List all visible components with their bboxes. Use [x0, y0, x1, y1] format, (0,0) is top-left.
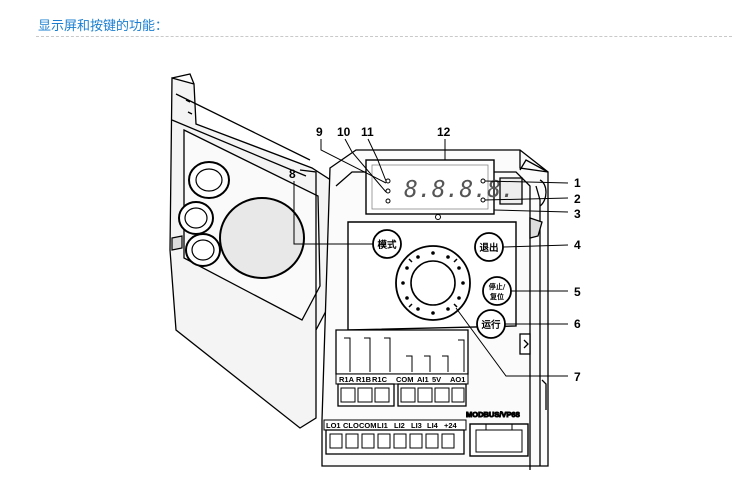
stop-key-label-line2: 复位 — [489, 292, 504, 301]
led-indicator-9 — [385, 198, 391, 204]
terminal-label-li4: LI4 — [427, 421, 439, 430]
callout-3: 3 — [574, 207, 581, 221]
run-key[interactable]: 运行 — [476, 309, 506, 339]
terminal-label-r1a: R1A — [339, 375, 355, 384]
display-window: 8.8.8.8. — [365, 159, 515, 220]
callout-10: 10 — [337, 125, 351, 139]
led-indicator-10 — [385, 188, 391, 194]
callout-1: 1 — [574, 176, 581, 190]
terminal-label-li3: LI3 — [411, 421, 422, 430]
exit-key-label: 退出 — [479, 242, 498, 254]
callout-9: 9 — [316, 125, 323, 139]
keypad-panel: 模式 退出 停止/ 复位 运行 — [347, 221, 517, 339]
cover-buttons — [171, 161, 305, 279]
exit-key[interactable]: 退出 — [474, 232, 504, 262]
terminal-label-ao1: AO1 — [450, 375, 465, 384]
callout-12: 12 — [437, 125, 451, 139]
terminal-label-com: COM — [396, 375, 414, 384]
rj45-port — [469, 423, 529, 457]
terminal-label-5v: 5V — [432, 375, 441, 384]
callout-7: 7 — [574, 370, 581, 384]
callout-4: 4 — [574, 238, 581, 252]
title-divider — [36, 36, 732, 37]
terminal-label-ai1: AI1 — [417, 375, 429, 384]
mode-key-label: 模式 — [377, 239, 397, 251]
terminal-label-lo1: LO1 — [326, 421, 341, 430]
terminal-label-com: COM — [359, 421, 377, 430]
terminal-label-r1c: R1C — [372, 375, 388, 384]
page-title: 显示屏和按键的功能： — [38, 19, 169, 34]
stop-key-label-line1: 停止/ — [489, 282, 506, 291]
callout-numbers: 9 10 11 12 8 1 2 3 4 5 6 7 — [289, 125, 581, 384]
callout-2: 2 — [574, 192, 581, 206]
stop-reset-key[interactable]: 停止/ 复位 — [482, 276, 512, 306]
callout-leaders — [293, 138, 569, 377]
terminal-label-clo: CLO — [343, 421, 359, 430]
mode-key[interactable]: 模式 — [372, 229, 402, 259]
modbus-label: MODBUS/VP68 — [466, 410, 520, 419]
callout-5: 5 — [574, 285, 581, 299]
callout-11: 11 — [361, 125, 374, 139]
callout-8: 8 — [289, 167, 296, 181]
jog-dial[interactable] — [395, 245, 471, 321]
terminal-label-li1: LI1 — [377, 421, 388, 430]
terminal-label-r1b: R1B — [356, 375, 372, 384]
run-key-label: 运行 — [481, 319, 501, 331]
terminal-label-24: +24 — [444, 421, 458, 430]
callout-6: 6 — [574, 317, 581, 331]
terminal-label-li2: LI2 — [394, 421, 405, 430]
